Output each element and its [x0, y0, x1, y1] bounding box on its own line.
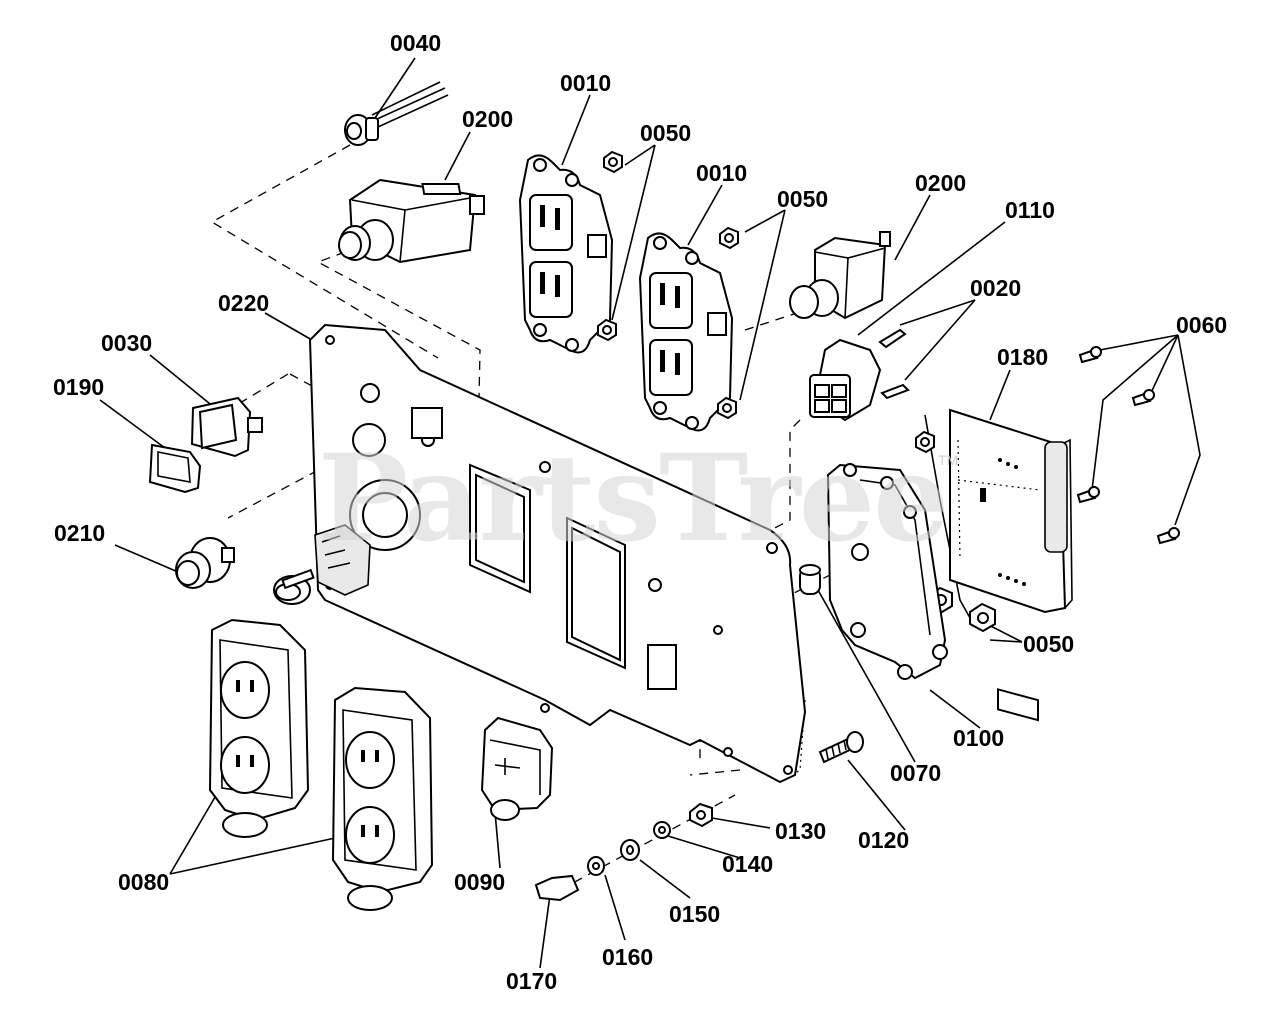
inlet-connector-part — [809, 328, 910, 422]
callout-0020: 0020 — [970, 275, 1022, 301]
callout-0220: 0220 — [218, 290, 270, 316]
callout-0200-left: 0200 — [462, 106, 514, 132]
indicator-light-part — [344, 81, 449, 146]
push-button-part — [175, 537, 235, 589]
callout-0010-left: 0010 — [560, 70, 612, 96]
circuit-board-part — [949, 408, 1073, 722]
outlet-cover-part-a — [208, 618, 310, 838]
callout-0180: 0180 — [997, 344, 1049, 370]
callout-0050-mid: 0050 — [777, 186, 829, 212]
duplex-outlet-part-b — [638, 232, 734, 432]
spacer-part — [799, 564, 821, 595]
watermark: PartsTree — [318, 428, 949, 569]
callout-0170: 0170 — [506, 968, 558, 994]
switch-cover-part — [148, 443, 202, 494]
bolt-part — [818, 731, 864, 764]
callout-0050-right: 0050 — [1023, 631, 1075, 657]
callout-0190: 0190 — [53, 374, 105, 400]
callout-0050-top: 0050 — [640, 120, 692, 146]
rocker-switch-part — [190, 396, 263, 458]
callout-0080: 0080 — [118, 869, 170, 895]
hardware-stack — [534, 802, 713, 902]
trademark-mark: TM — [938, 452, 959, 468]
callout-0210: 0210 — [54, 520, 106, 546]
callout-0030: 0030 — [101, 330, 153, 356]
callout-0060: 0060 — [1176, 312, 1228, 338]
callout-0160: 0160 — [602, 944, 654, 970]
usb-cover-part — [273, 524, 371, 605]
callout-0130: 0130 — [775, 818, 827, 844]
callout-0100: 0100 — [953, 725, 1005, 751]
callout-0120: 0120 — [858, 827, 910, 853]
circuit-breaker-part-b — [789, 231, 891, 320]
callout-0140: 0140 — [722, 851, 774, 877]
control-panel-plate — [308, 323, 807, 784]
duplex-outlet-part-a — [518, 154, 614, 354]
callout-0010-right: 0010 — [696, 160, 748, 186]
mounting-bracket-part — [826, 463, 948, 680]
callout-0110: 0110 — [1005, 197, 1055, 223]
outlet-cover-part-b — [331, 686, 434, 911]
callout-0070: 0070 — [890, 760, 942, 786]
circuit-breaker-part-a — [338, 178, 485, 264]
callout-0040: 0040 — [390, 30, 442, 56]
callout-0090: 0090 — [454, 869, 506, 895]
callout-0150: 0150 — [669, 901, 721, 927]
usb-port-cap-part — [480, 716, 554, 821]
callout-0200-right: 0200 — [915, 170, 967, 196]
mounting-screws — [1076, 346, 1180, 545]
